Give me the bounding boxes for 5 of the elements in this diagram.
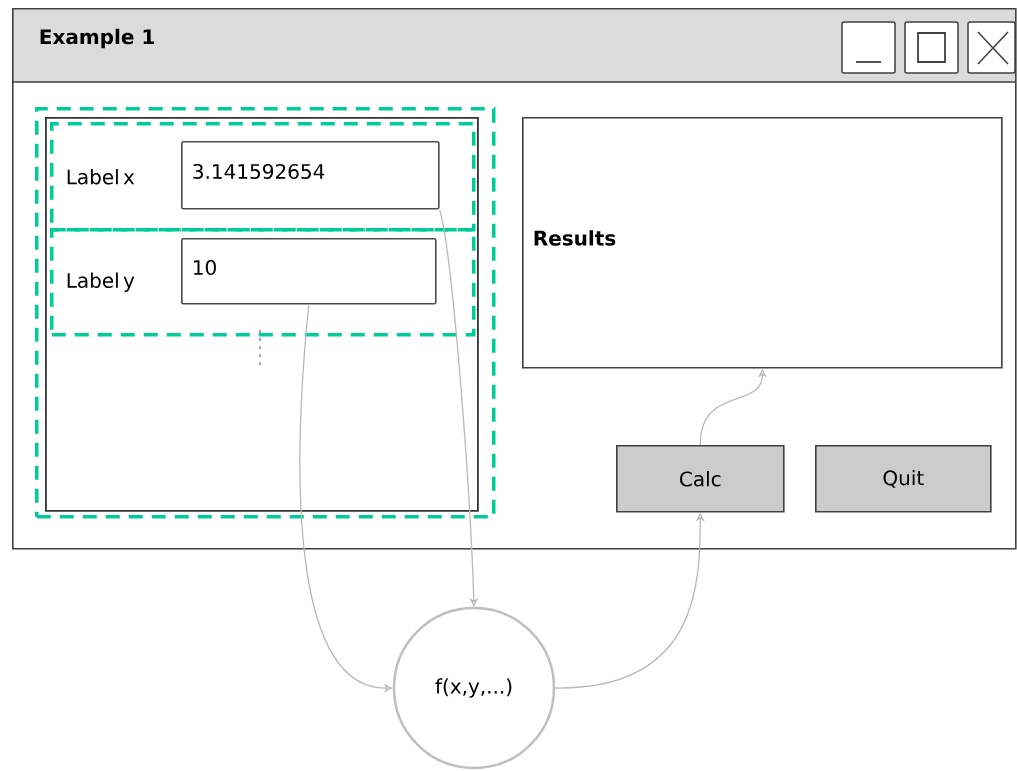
push-button: Quit: [815, 445, 992, 513]
results-box: Results: [522, 117, 1003, 369]
input-field: 10: [181, 238, 437, 305]
input-field: 3.141592654: [181, 141, 440, 210]
push-button: Calc: [616, 445, 785, 513]
